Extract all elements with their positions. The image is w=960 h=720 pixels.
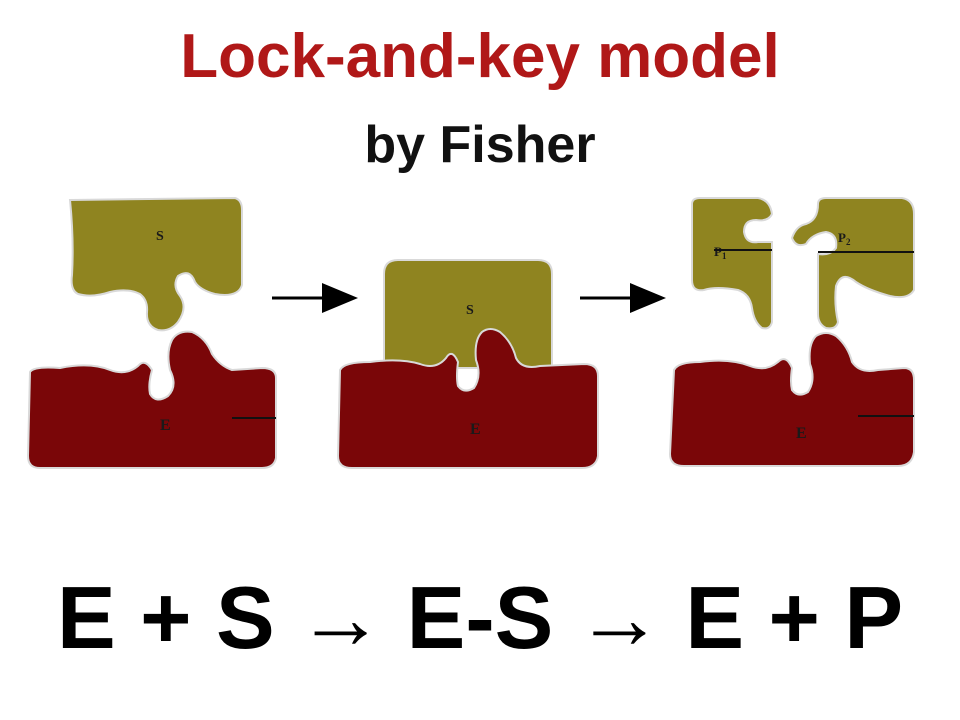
substrate-label-1: S xyxy=(156,229,164,244)
equation-arrow-2: → xyxy=(575,568,664,667)
equation-arrow-1: → xyxy=(296,568,385,667)
enzyme-label-1: E xyxy=(160,417,171,434)
enzyme-shape xyxy=(26,330,277,469)
enzyme-shape xyxy=(336,328,599,469)
substrate-shape xyxy=(68,196,243,332)
product-2-shape xyxy=(790,197,915,330)
product-1-label: P1 xyxy=(714,244,727,261)
equation-term-complex: E-S xyxy=(406,568,554,667)
page-subtitle: by Fisher xyxy=(364,116,596,174)
substrate-label-2: S xyxy=(466,303,474,318)
reaction-equation: E + S→E-S→E + P xyxy=(0,566,960,670)
page-title: Lock-and-key model xyxy=(180,22,780,91)
enzyme-label-3: E xyxy=(796,425,807,442)
enzyme-shape xyxy=(668,332,915,467)
product-1-shape xyxy=(691,197,774,330)
lock-and-key-diagram: S E S E P1 P2 E xyxy=(26,196,915,469)
product-2-label: P2 xyxy=(838,230,851,247)
equation-term-products: E + P xyxy=(685,568,904,667)
panel-complex: S E xyxy=(336,259,599,469)
substrate-shape xyxy=(383,259,553,369)
panel-products: P1 P2 E xyxy=(668,197,915,467)
equation-term-reactants: E + S xyxy=(56,568,275,667)
enzyme-label-2: E xyxy=(470,421,481,438)
panel-approach: S E xyxy=(26,196,277,469)
